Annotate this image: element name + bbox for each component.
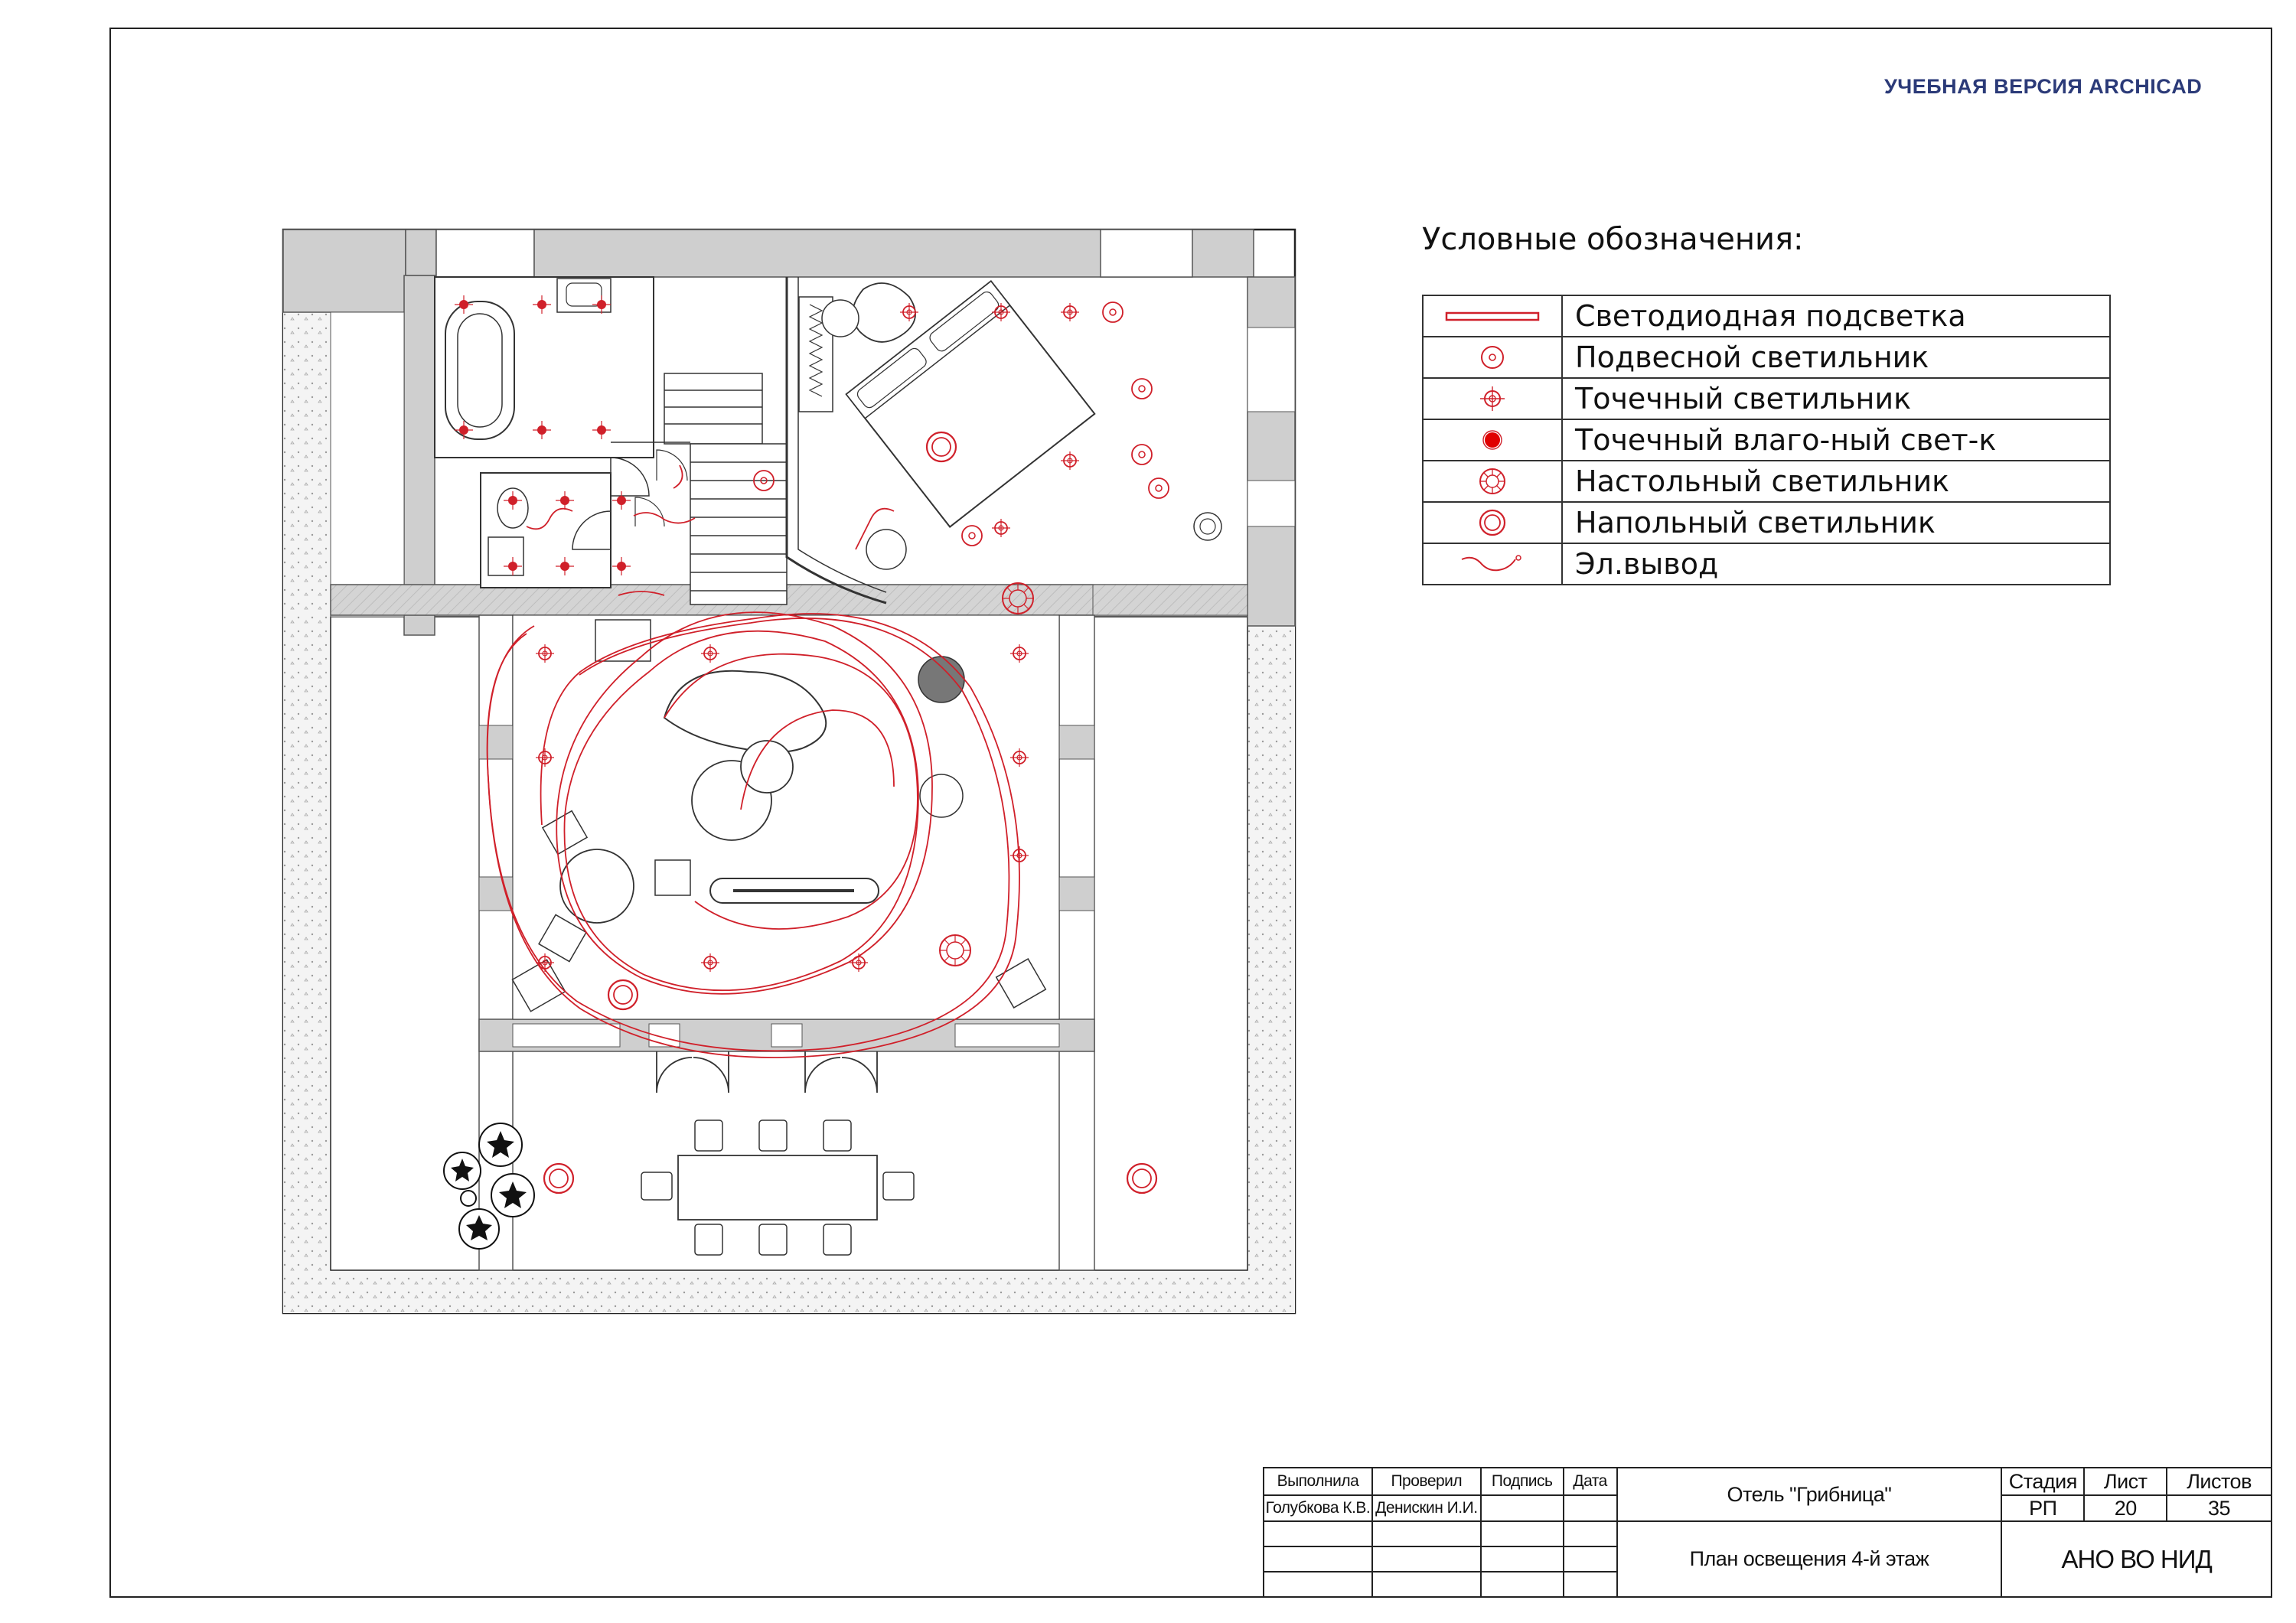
date-header: Дата	[1562, 1467, 1618, 1496]
empty-cell	[1479, 1546, 1564, 1572]
legend-symbol-cell	[1422, 460, 1563, 503]
empty-cell	[1371, 1546, 1482, 1572]
legend-label: Эл.вывод	[1561, 543, 2111, 585]
led-strip-icon	[1445, 311, 1540, 321]
legend-label: Точечный влаго-ный свет-к	[1561, 419, 2111, 461]
legend-title: Условные обозначения:	[1422, 222, 1804, 257]
legend-row: Напольный светильник	[1422, 501, 2111, 544]
sheet-title: План освещения 4-й этаж	[1616, 1520, 2003, 1598]
sheet-header: Лист	[2083, 1467, 2168, 1496]
legend-table: Светодиодная подсветка Подвесной светиль…	[1422, 295, 2111, 585]
empty-cell	[1263, 1546, 1373, 1572]
sheet-value: 20	[2083, 1494, 2168, 1522]
empty-cell	[1562, 1520, 1618, 1547]
legend-symbol-cell	[1422, 501, 1563, 544]
power-outlet-icon	[1461, 555, 1521, 572]
performed-by-header: Выполнила	[1263, 1467, 1373, 1496]
empty-cell	[1371, 1571, 1482, 1598]
legend-symbol-cell	[1422, 295, 1563, 337]
stage-value: РП	[2001, 1494, 2086, 1522]
floor-plan	[282, 228, 1296, 1315]
legend-label: Напольный светильник	[1561, 501, 2111, 544]
waterproof-spot-icon	[1482, 430, 1502, 450]
legend-label: Настольный светильник	[1561, 460, 2111, 503]
table-lamp-icon	[1479, 468, 1505, 494]
checked-by-name: Денискин И.И.	[1371, 1494, 1482, 1522]
performed-by-name: Голубкова К.В.	[1263, 1494, 1373, 1522]
legend-row: Светодиодная подсветка	[1422, 295, 2111, 337]
legend-label: Точечный светильник	[1561, 377, 2111, 420]
empty-cell	[1479, 1520, 1564, 1547]
stage-header: Стадия	[2001, 1467, 2086, 1496]
legend-symbol-cell	[1422, 336, 1563, 379]
legend-row: Точечный светильник	[1422, 377, 2111, 420]
legend-symbol-cell	[1422, 543, 1563, 585]
pendant-light-icon	[1481, 346, 1504, 369]
empty-cell	[1562, 1571, 1618, 1598]
legend-label: Подвесной светильник	[1561, 336, 2111, 379]
signature-header: Подпись	[1479, 1467, 1564, 1496]
legend-symbol-cell	[1422, 377, 1563, 420]
empty-cell	[1263, 1520, 1373, 1547]
empty-cell	[1371, 1520, 1482, 1547]
watermark: УЧЕБНАЯ ВЕРСИЯ ARCHICAD	[1884, 75, 2203, 98]
signature-cell	[1479, 1494, 1564, 1522]
sheets-value: 35	[2166, 1494, 2272, 1522]
legend-row: Подвесной светильник	[1422, 336, 2111, 379]
empty-cell	[1479, 1571, 1564, 1598]
floor-lamp-icon	[1479, 509, 1506, 536]
sheets-header: Листов	[2166, 1467, 2272, 1496]
date-cell	[1562, 1494, 1618, 1522]
project-name: Отель "Грибница"	[1616, 1467, 2003, 1522]
title-block: Выполнила Проверил Подпись Дата Отель "Г…	[1263, 1467, 2272, 1598]
empty-cell	[1263, 1571, 1373, 1598]
spot-light-icon	[1480, 386, 1505, 411]
legend-label: Светодиодная подсветка	[1561, 295, 2111, 337]
organization: АНО ВО НИД	[2001, 1520, 2272, 1598]
legend-row: Точечный влаго-ный свет-к	[1422, 419, 2111, 461]
sheet-frame	[109, 28, 2272, 1598]
legend-row: Эл.вывод	[1422, 543, 2111, 585]
legend-row: Настольный светильник	[1422, 460, 2111, 503]
legend-symbol-cell	[1422, 419, 1563, 461]
checked-by-header: Проверил	[1371, 1467, 1482, 1496]
empty-cell	[1562, 1546, 1618, 1572]
